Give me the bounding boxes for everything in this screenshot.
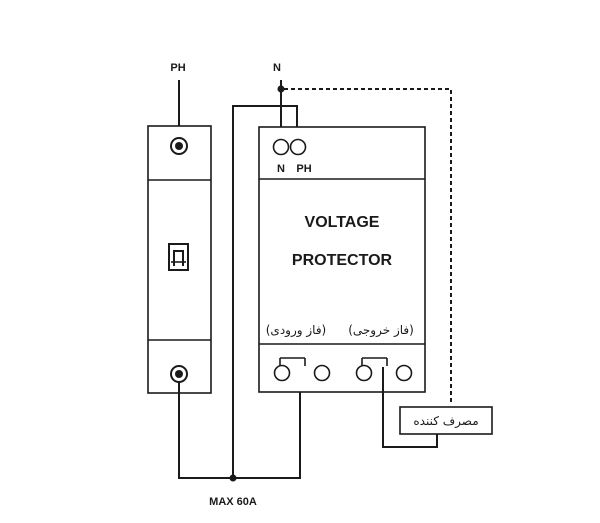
consumer-load: مصرف کننده bbox=[399, 406, 493, 435]
neutral-source-label: N bbox=[273, 62, 281, 74]
phase-source-label: PH bbox=[170, 62, 185, 74]
terminal-ph-label: PH bbox=[296, 163, 311, 175]
consumer-label: مصرف کننده bbox=[413, 414, 478, 429]
breaker-output-wire bbox=[178, 373, 301, 479]
phase-feed-wire bbox=[232, 105, 298, 478]
junction-dot bbox=[229, 474, 237, 482]
input-terminal-2-icon bbox=[313, 364, 331, 382]
terminal-ph-icon bbox=[289, 138, 307, 156]
terminal-n-icon bbox=[272, 138, 290, 156]
protector-title-line1: VOLTAGE bbox=[305, 214, 380, 231]
breaker-top-screw-icon bbox=[170, 137, 188, 155]
output-phase-label: (فاز خروجی) bbox=[348, 323, 414, 338]
breaker-rating-label: MAX 60A bbox=[209, 496, 257, 508]
breaker-toggle-icon bbox=[168, 243, 189, 271]
input-phase-label: (فاز ورودی) bbox=[266, 323, 327, 338]
circuit-breaker bbox=[147, 125, 212, 394]
terminal-n-label: N bbox=[277, 163, 285, 175]
neutral-junction-dot bbox=[277, 85, 285, 93]
voltage-protector: N PH VOLTAGE PROTECTOR (فاز ورودی) (فاز … bbox=[258, 126, 426, 393]
protector-body bbox=[258, 126, 426, 393]
breaker-bottom-screw-icon bbox=[170, 365, 188, 383]
output-terminal-1-icon bbox=[355, 364, 373, 382]
consumer-box bbox=[399, 406, 493, 435]
protector-title-line2: PROTECTOR bbox=[292, 252, 393, 269]
input-terminal-1-icon bbox=[273, 364, 291, 382]
output-phase-wire bbox=[382, 367, 438, 448]
output-terminal-2-icon bbox=[395, 364, 413, 382]
